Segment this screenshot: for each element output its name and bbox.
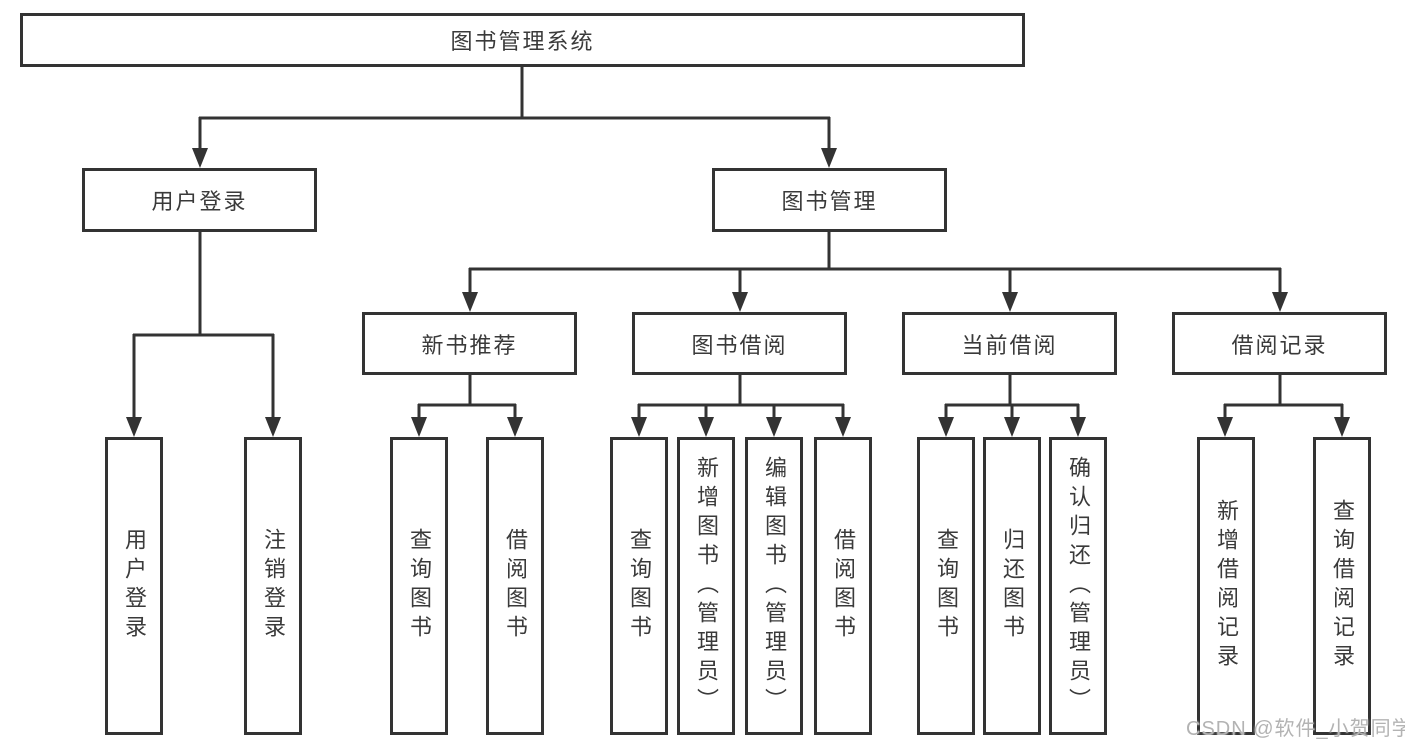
leaf-borrow-books-2: 借阅图书 [814, 437, 872, 735]
node-label: 用户登录 [151, 189, 248, 214]
leaf-return-books: 归还图书 [983, 437, 1041, 735]
node-label: 新书推荐 [421, 332, 518, 358]
node-label: 用户登录 [122, 528, 147, 644]
node-borrow-records: 借阅记录 [1172, 312, 1387, 375]
node-label: 确认归还（管理员） [1066, 455, 1091, 717]
arrowhead-icons [126, 148, 1350, 437]
node-new-book-recommend: 新书推荐 [362, 312, 577, 375]
node-label: 编辑图书（管理员） [762, 455, 787, 717]
leaf-borrow-books-1: 借阅图书 [486, 437, 544, 735]
leaf-query-borrow-record: 查询借阅记录 [1313, 437, 1371, 735]
leaf-edit-book-admin: 编辑图书（管理员） [745, 437, 803, 735]
node-label: 归还图书 [1000, 528, 1025, 644]
node-label: 查询图书 [934, 528, 959, 644]
leaf-query-books-2: 查询图书 [610, 437, 668, 735]
node-label: 图书管理系统 [450, 29, 595, 54]
leaf-logout: 注销登录 [244, 437, 302, 735]
leaf-add-borrow-record: 新增借阅记录 [1197, 437, 1255, 735]
leaf-query-books-1: 查询图书 [390, 437, 448, 735]
node-book-management: 图书管理 [712, 168, 947, 232]
node-label: 查询图书 [627, 528, 652, 644]
node-label: 图书借阅 [691, 332, 788, 358]
node-label: 借阅记录 [1231, 332, 1328, 358]
node-label: 当前借阅 [961, 332, 1058, 358]
node-library-management-system: 图书管理系统 [20, 13, 1025, 67]
leaf-query-books-3: 查询图书 [917, 437, 975, 735]
csdn-watermark: CSDN @软件_小贺同学 [1186, 718, 1405, 740]
node-current-borrow: 当前借阅 [902, 312, 1117, 375]
node-label: 图书管理 [781, 189, 878, 214]
node-label: 注销登录 [261, 528, 286, 644]
leaf-user-login: 用户登录 [105, 437, 163, 735]
leaf-confirm-return-admin: 确认归还（管理员） [1049, 437, 1107, 735]
leaf-add-book-admin: 新增图书（管理员） [677, 437, 735, 735]
node-label: 查询图书 [407, 528, 432, 644]
node-label: 借阅图书 [831, 528, 856, 644]
node-book-borrow: 图书借阅 [632, 312, 847, 375]
node-label: 查询借阅记录 [1330, 499, 1355, 673]
node-label: 借阅图书 [503, 528, 528, 644]
connector-paths [132, 65, 1344, 421]
node-label: 新增图书（管理员） [694, 455, 719, 717]
node-user-login: 用户登录 [82, 168, 317, 232]
node-label: 新增借阅记录 [1214, 499, 1239, 673]
